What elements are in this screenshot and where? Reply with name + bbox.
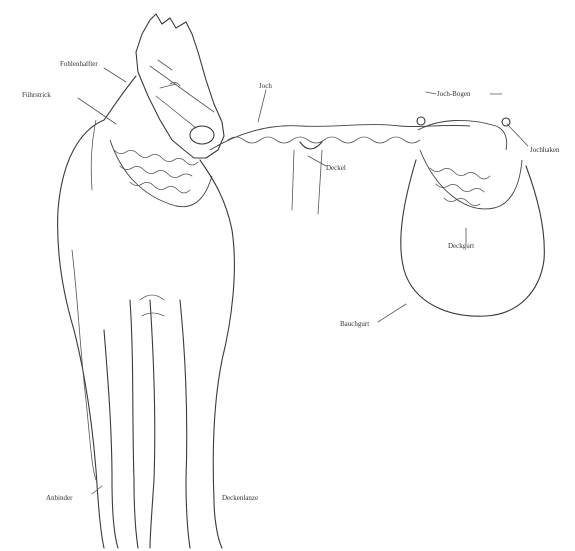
label-deckgurt: Deckgurt <box>448 242 474 250</box>
label-fohlenhalfter: Fohlenhalfter <box>60 60 98 68</box>
horse-head <box>136 14 224 158</box>
horse-body <box>58 76 235 548</box>
neck-pad <box>110 140 212 207</box>
hanging-bag <box>401 120 545 316</box>
label-anbinder: Anbinder <box>46 494 73 502</box>
leader-lines <box>78 68 528 494</box>
label-joch: Joch <box>259 82 272 90</box>
label-joch-bogen: Joch-Bogen <box>437 90 471 98</box>
label-deckenlanze: Deckenlanze <box>222 494 258 502</box>
label-bauchgurt: Bauchgurt <box>340 320 369 328</box>
label-jochhaken: Jochhaken <box>530 146 560 154</box>
labels: Fohlenhalfter Führstrick Joch Joch-Bogen… <box>22 60 560 502</box>
label-fuehrstrick: Führstrick <box>22 91 51 99</box>
label-deckel: Deckel <box>326 164 346 172</box>
